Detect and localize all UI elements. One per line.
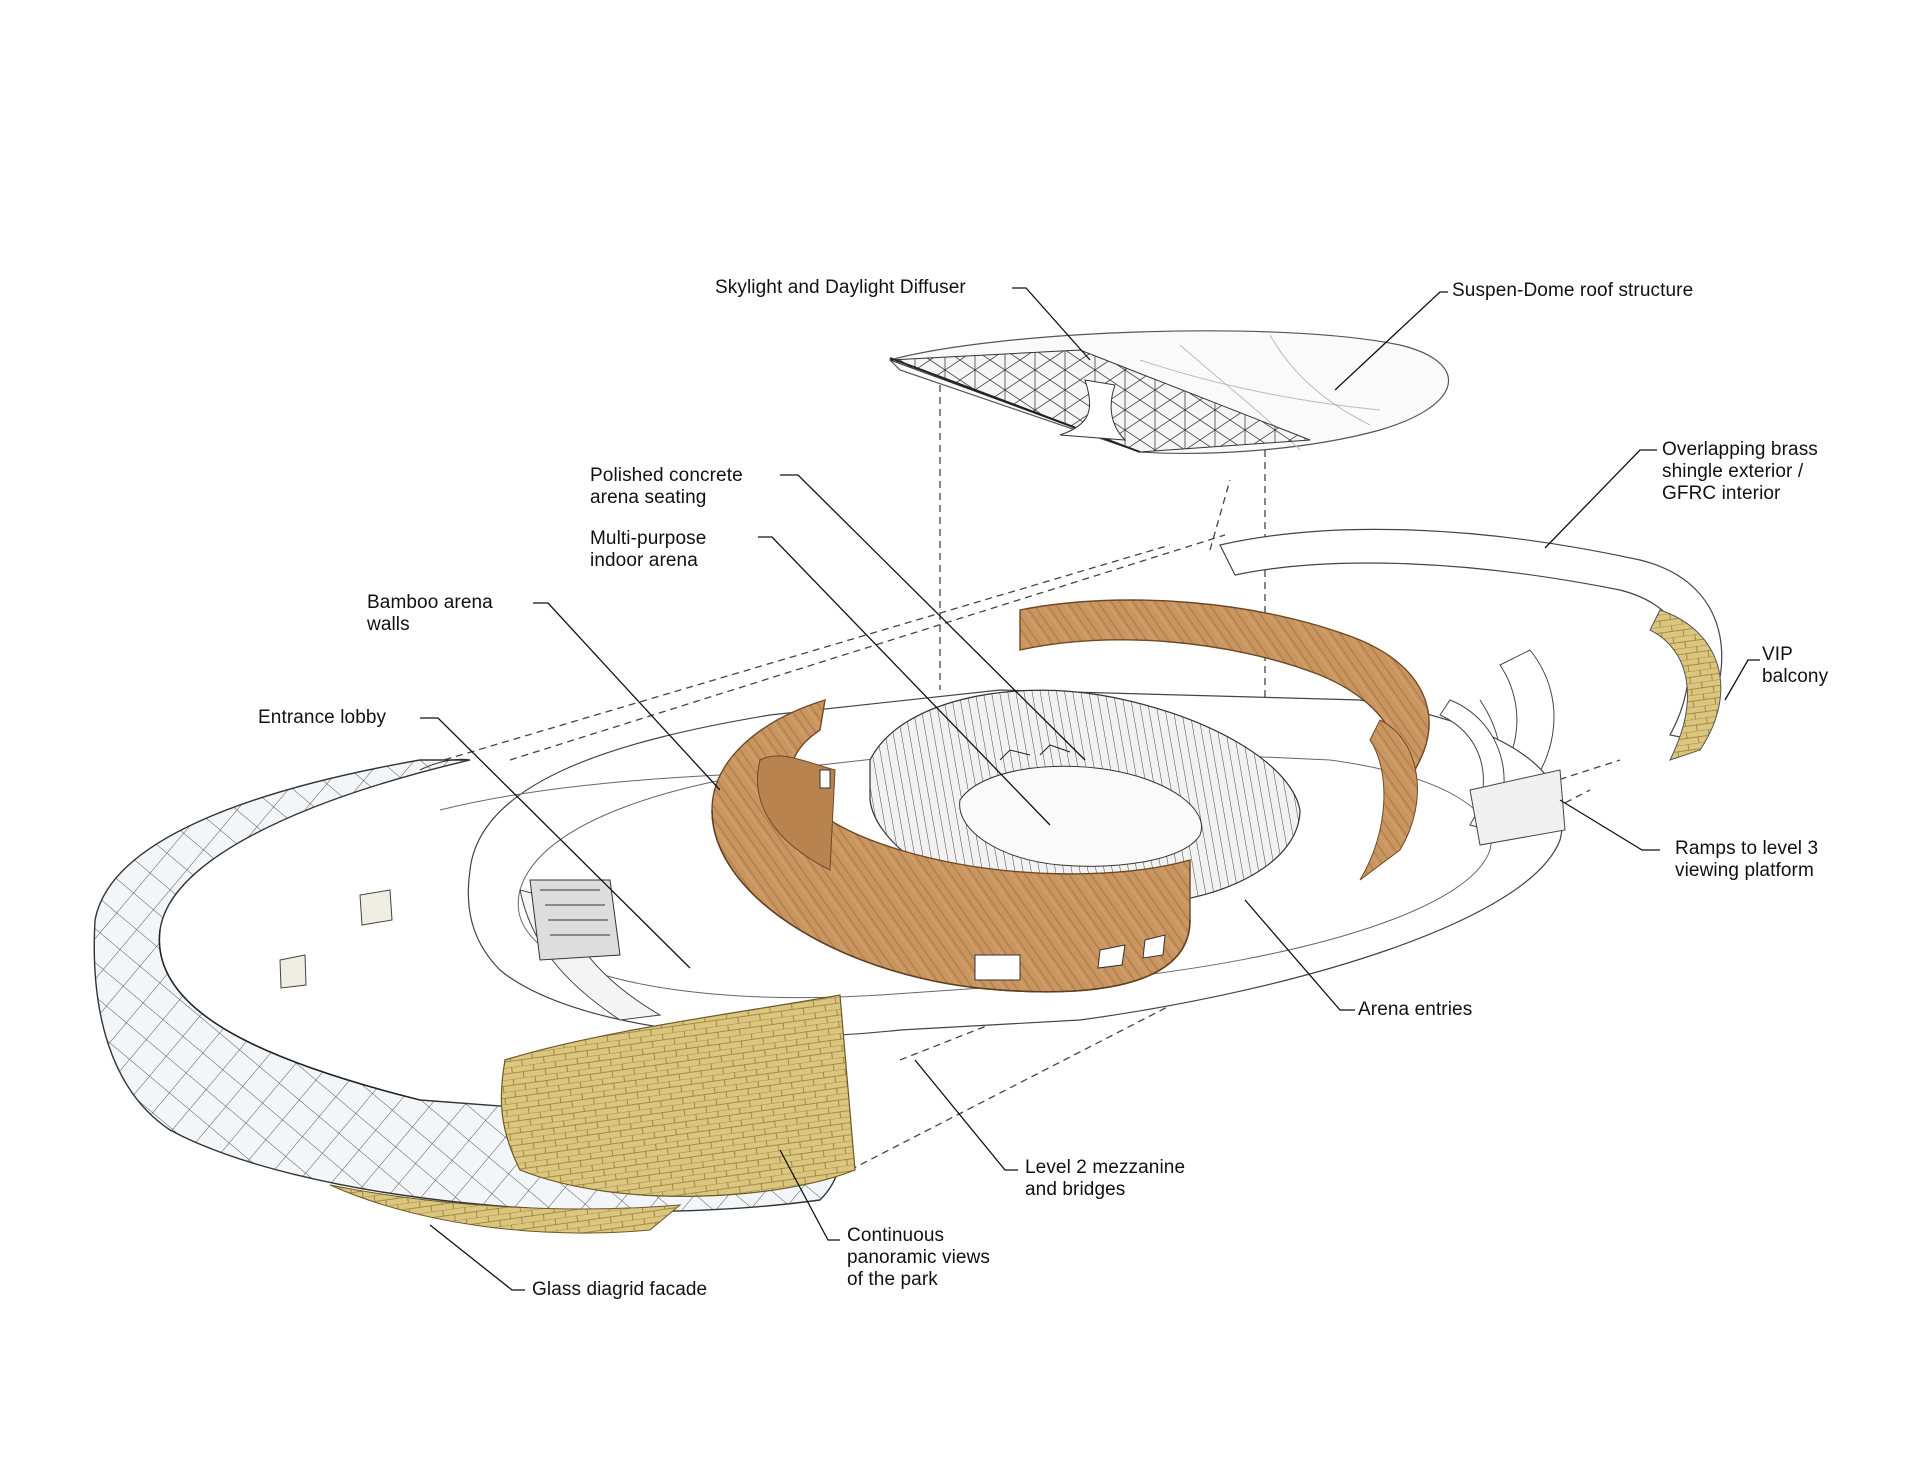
label-brass-line-1: Overlapping brass (1662, 439, 1818, 460)
leader-arena (758, 536, 1051, 826)
label-roof: Suspen-Dome roof structure (1452, 280, 1693, 302)
leader-mezzanine (914, 1059, 1018, 1171)
roof-structure (888, 330, 1450, 454)
leader-vip (1724, 659, 1760, 701)
label-skylight: Skylight and Daylight Diffuser (715, 277, 966, 299)
label-views-line-2: panoramic views (847, 1247, 990, 1268)
label-lobby-line-1: Entrance lobby (258, 707, 387, 728)
label-seating: Polished concrete arena seating (590, 465, 743, 509)
leader-entries (1244, 899, 1355, 1011)
label-facade: Glass diagrid facade (532, 1279, 707, 1301)
label-bamboo: Bamboo arena walls (367, 592, 493, 636)
label-ramps: Ramps to level 3 viewing platform (1675, 838, 1818, 882)
label-ramps-line-2: viewing platform (1675, 860, 1814, 881)
label-mezzanine: Level 2 mezzanine and bridges (1025, 1157, 1185, 1201)
label-seating-line-2: arena seating (590, 487, 707, 508)
leader-facade (429, 1224, 525, 1291)
leader-ramps (1559, 799, 1660, 851)
arena-seating (869, 689, 1301, 906)
label-arena-line-2: indoor arena (590, 550, 698, 571)
leader-brass (1544, 449, 1657, 549)
label-panoramic: Continuous panoramic views of the park (847, 1225, 990, 1291)
leader-lines (420, 287, 1760, 1291)
leader-seating (780, 474, 1086, 761)
label-entries: Arena entries (1358, 999, 1472, 1021)
leader-views (779, 1149, 840, 1241)
front-facade (93, 758, 856, 1234)
bamboo-walls (711, 599, 1430, 993)
label-bamboo-line-2: walls (367, 614, 410, 635)
label-views-line-3: of the park (847, 1269, 938, 1290)
label-vip-line-2: balcony (1762, 666, 1829, 687)
leader-bamboo (533, 602, 721, 791)
leader-roof (1334, 291, 1448, 391)
label-arena-line-1: Multi-purpose (590, 528, 707, 549)
label-lobby: Entrance lobby (258, 707, 386, 729)
label-vip-line-1: VIP (1762, 644, 1793, 665)
label-mezzanine-line-1: Level 2 mezzanine (1025, 1157, 1186, 1178)
label-bamboo-line-1: Bamboo arena (367, 592, 493, 613)
label-vip: VIP balcony (1762, 644, 1828, 688)
label-mezzanine-line-2: and bridges (1025, 1179, 1126, 1200)
label-seating-line-1: Polished concrete (590, 465, 743, 486)
label-brass-line-2: shingle exterior / (1662, 461, 1804, 482)
leader-skylight (1012, 287, 1091, 361)
label-arena: Multi-purpose indoor arena (590, 528, 706, 572)
label-roof-line-1: Suspen-Dome roof structure (1452, 280, 1694, 301)
label-skylight-line-1: Skylight and Daylight Diffuser (715, 277, 966, 298)
label-facade-line-1: Glass diagrid facade (532, 1279, 708, 1300)
leader-lobby (420, 717, 691, 969)
label-views-line-1: Continuous (847, 1225, 945, 1246)
label-brass-line-3: GFRC interior (1662, 483, 1781, 504)
label-entries-line-1: Arena entries (1358, 999, 1473, 1020)
label-ramps-line-1: Ramps to level 3 (1675, 838, 1819, 859)
label-brass-shingle: Overlapping brass shingle exterior / GFR… (1662, 439, 1818, 505)
